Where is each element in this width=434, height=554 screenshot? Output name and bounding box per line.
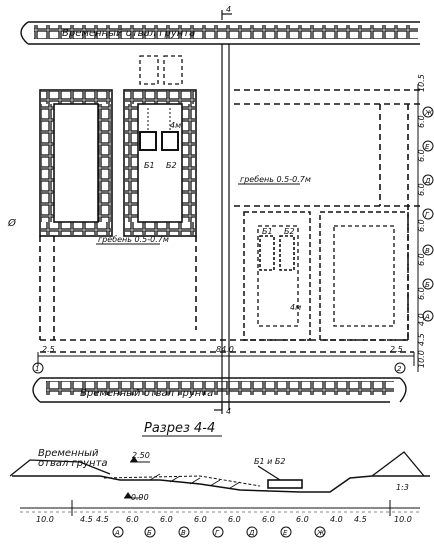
bdim-5: 6.0 <box>194 515 207 524</box>
pit-right <box>243 211 409 341</box>
rdim-8: 4.5 <box>417 333 426 346</box>
bdim-4: 6.0 <box>160 515 173 524</box>
section-view <box>9 451 430 538</box>
crest-label-2: гребень 0.5-0.7м <box>98 235 169 244</box>
baxis-1: Б <box>147 529 152 537</box>
rdim-5: 6.0 <box>417 253 426 266</box>
bdim-9: 4.0 <box>330 515 343 524</box>
baxis-2: В <box>181 529 186 537</box>
slope-label: 1:3 <box>396 483 409 492</box>
spoil-bottom-label: Временный отвал грунта <box>80 388 213 399</box>
bdim-11: 10.0 <box>394 515 412 524</box>
rdim-9: 10.0 <box>417 350 426 368</box>
dim-left: 2.5 <box>42 345 55 354</box>
spoil-heap-top <box>20 21 420 45</box>
spoil-top-label: Временный отвал грунта <box>62 28 195 39</box>
section-spoil-label-1: Временный <box>38 448 99 459</box>
pit-left-2 <box>123 89 197 237</box>
baxis-4: Д <box>248 529 255 537</box>
section-title: Разрез 4-4 <box>144 421 215 436</box>
dim-center: 84.0 <box>216 345 234 354</box>
dim-right: 2.5 <box>390 345 403 354</box>
machine-b1-label-2: Б1 <box>262 227 273 236</box>
machine-b2-label: Б2 <box>166 161 177 170</box>
elevation-bottom: -0.90 <box>128 493 149 502</box>
elevation-top: 2.50 <box>132 451 150 460</box>
bdim-10: 4.5 <box>354 515 367 524</box>
rdim-3: 6.0 <box>417 183 426 196</box>
right-axis-letters: Ж Е Д Г В Б А <box>424 109 433 321</box>
baxis-0: А <box>114 529 120 537</box>
baxis-6: Ж <box>316 529 325 537</box>
pit-left-1 <box>39 89 113 237</box>
section-bottom-dims: 10.0 4.5 4.5 6.0 6.0 6.0 6.0 6.0 6.0 4.0… <box>36 515 412 524</box>
raxis-4: В <box>425 247 430 255</box>
baxis-5: Е <box>283 529 288 537</box>
rdim-1: 6.0 <box>417 115 426 128</box>
raxis-5: Б <box>425 281 430 289</box>
small-box-1 <box>139 55 159 85</box>
section-bottom-axes: А Б В Г Д Е Ж <box>114 529 325 537</box>
bdim-0: 10.0 <box>36 515 54 524</box>
bdim-7: 6.0 <box>262 515 275 524</box>
section-spoil-label-2: отвал грунта <box>38 458 108 469</box>
bdim-1: 4.5 <box>80 515 93 524</box>
width-note-1: 4м <box>170 121 181 130</box>
section-mark-top <box>221 10 232 20</box>
rdim-0: 10.5 <box>417 74 426 92</box>
raxis-2: Д <box>424 177 431 185</box>
section-machine-label: Б1 и Б2 <box>254 457 285 466</box>
right-axes <box>422 106 434 322</box>
spoil-heap-bottom <box>32 377 407 403</box>
raxis-3: Г <box>425 211 430 219</box>
machine-b1-label: Б1 <box>144 161 155 170</box>
left-mark: Ø <box>7 217 17 229</box>
width-note-2: 4м <box>290 303 301 312</box>
small-box-2 <box>163 55 183 85</box>
plan-view <box>20 10 420 414</box>
rdim-6: 6.0 <box>417 287 426 300</box>
raxis-1: Е <box>425 143 430 151</box>
mark-bottom-4: 4 <box>226 407 231 416</box>
plan-dim-line <box>32 352 415 374</box>
mark-top-4: 4 <box>226 5 231 14</box>
baxis-3: Г <box>215 529 220 537</box>
rdim-4: 6.0 <box>417 219 426 232</box>
bdim-6: 6.0 <box>228 515 241 524</box>
rdim-2: 6.0 <box>417 149 426 162</box>
rdim-7: 4.0 <box>417 313 426 326</box>
bdim-3: 6.0 <box>126 515 139 524</box>
crest-label-1: гребень 0.5-0.7м <box>240 175 311 184</box>
raxis-6: А <box>424 313 430 321</box>
axis-2: 2 <box>397 365 402 373</box>
bdim-8: 6.0 <box>296 515 309 524</box>
right-dims: 10.5 6.0 6.0 6.0 6.0 6.0 6.0 4.0 10.0 <box>417 74 426 368</box>
bdim-2: 4.5 <box>96 515 109 524</box>
machine-b2-label-2: Б2 <box>284 227 295 236</box>
axis-1: 1 <box>35 365 39 373</box>
raxis-0: Ж <box>424 109 433 117</box>
excavation-outline <box>39 89 420 353</box>
